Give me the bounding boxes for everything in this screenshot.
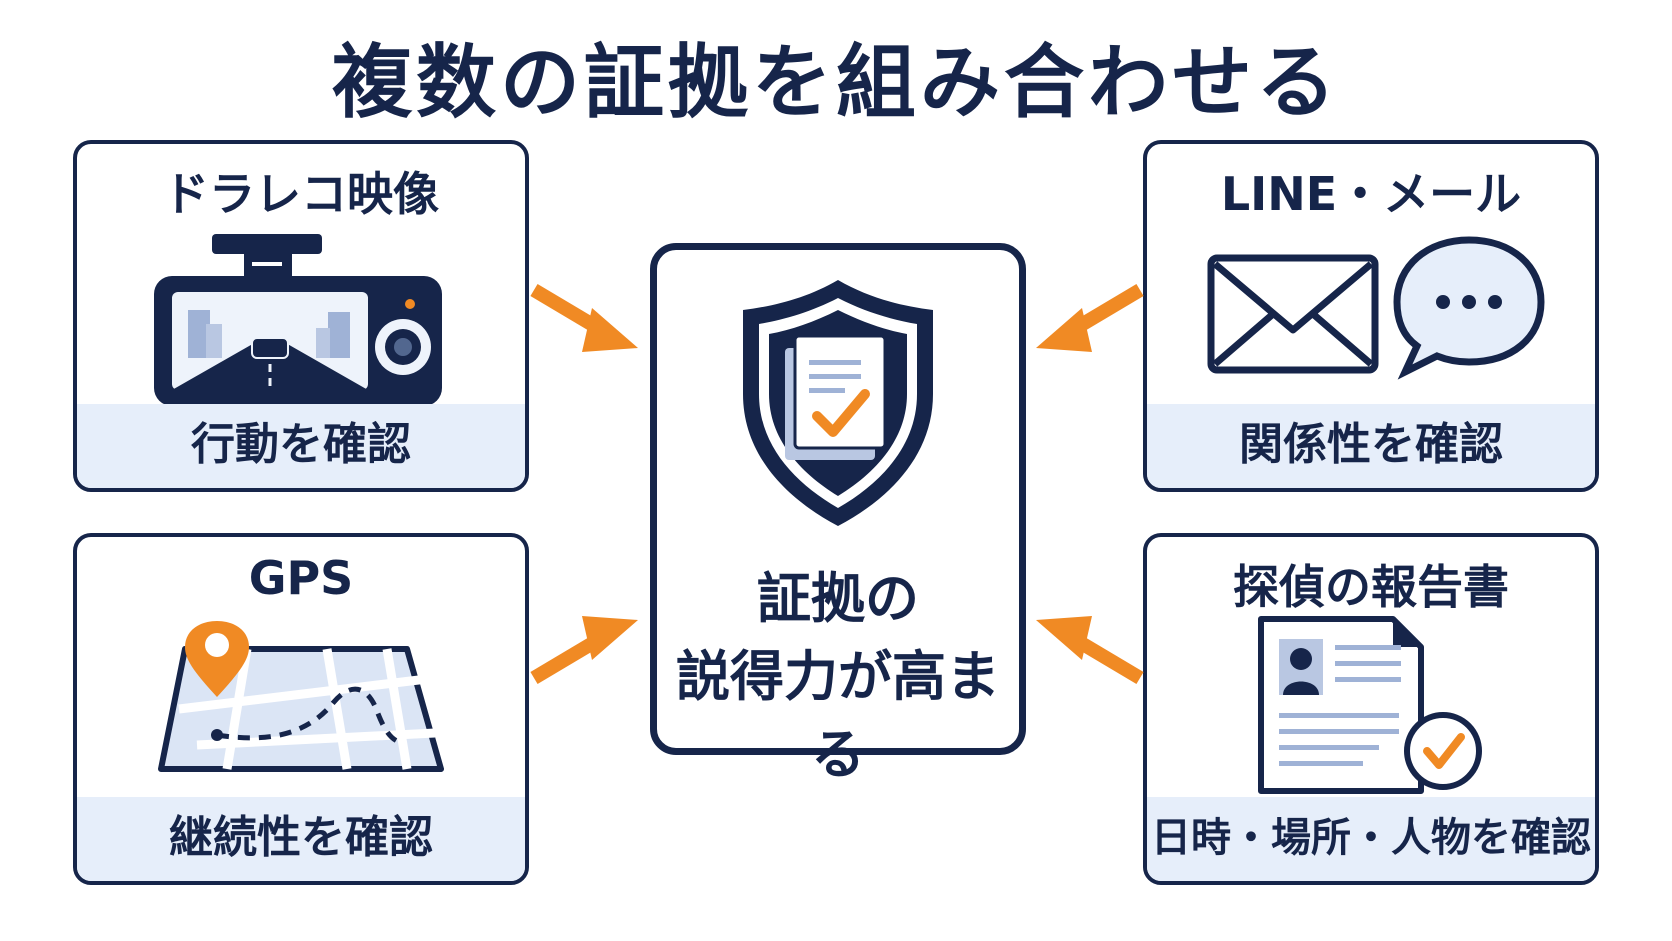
report-document-icon: [1258, 616, 1482, 794]
center-message: 証拠の 説得力が高まる: [657, 560, 1019, 794]
shield-document-check-icon: [743, 280, 933, 526]
card-report: 探偵の報告書 日時・場所・人物を確認: [1143, 533, 1599, 885]
card-messages: LINE・メール 関係性を確認: [1143, 140, 1599, 492]
card-caption: 日時・場所・人物を確認: [1147, 797, 1595, 881]
dashcam-icon: [154, 234, 442, 406]
arrow-from-messages-icon: [1036, 283, 1144, 352]
center-line-2: 説得力が高まる: [676, 645, 1000, 786]
card-caption: 継続性を確認: [77, 797, 525, 881]
card-title: 探偵の報告書: [1233, 560, 1509, 614]
arrow-from-report-icon: [1036, 616, 1144, 685]
gps-map-icon: [158, 621, 444, 772]
arrow-from-gps-icon: [530, 616, 638, 685]
card-caption: 行動を確認: [77, 404, 525, 488]
page-title: 複数の証拠を組み合わせる: [332, 36, 1340, 129]
card-dashcam: ドラレコ映像 行動を確認: [73, 140, 529, 492]
card-caption: 関係性を確認: [1147, 404, 1595, 488]
card-title: ドラレコ映像: [163, 167, 439, 221]
center-panel: 証拠の 説得力が高まる: [650, 243, 1026, 786]
center-line-1: 証拠の: [757, 567, 919, 630]
mail-chat-icon: [1207, 236, 1545, 380]
card-title: GPS: [248, 551, 354, 605]
arrow-from-dashcam-icon: [530, 283, 638, 352]
card-title: LINE・メール: [1220, 167, 1522, 221]
card-gps: GPS 継続性を確認: [73, 533, 529, 885]
